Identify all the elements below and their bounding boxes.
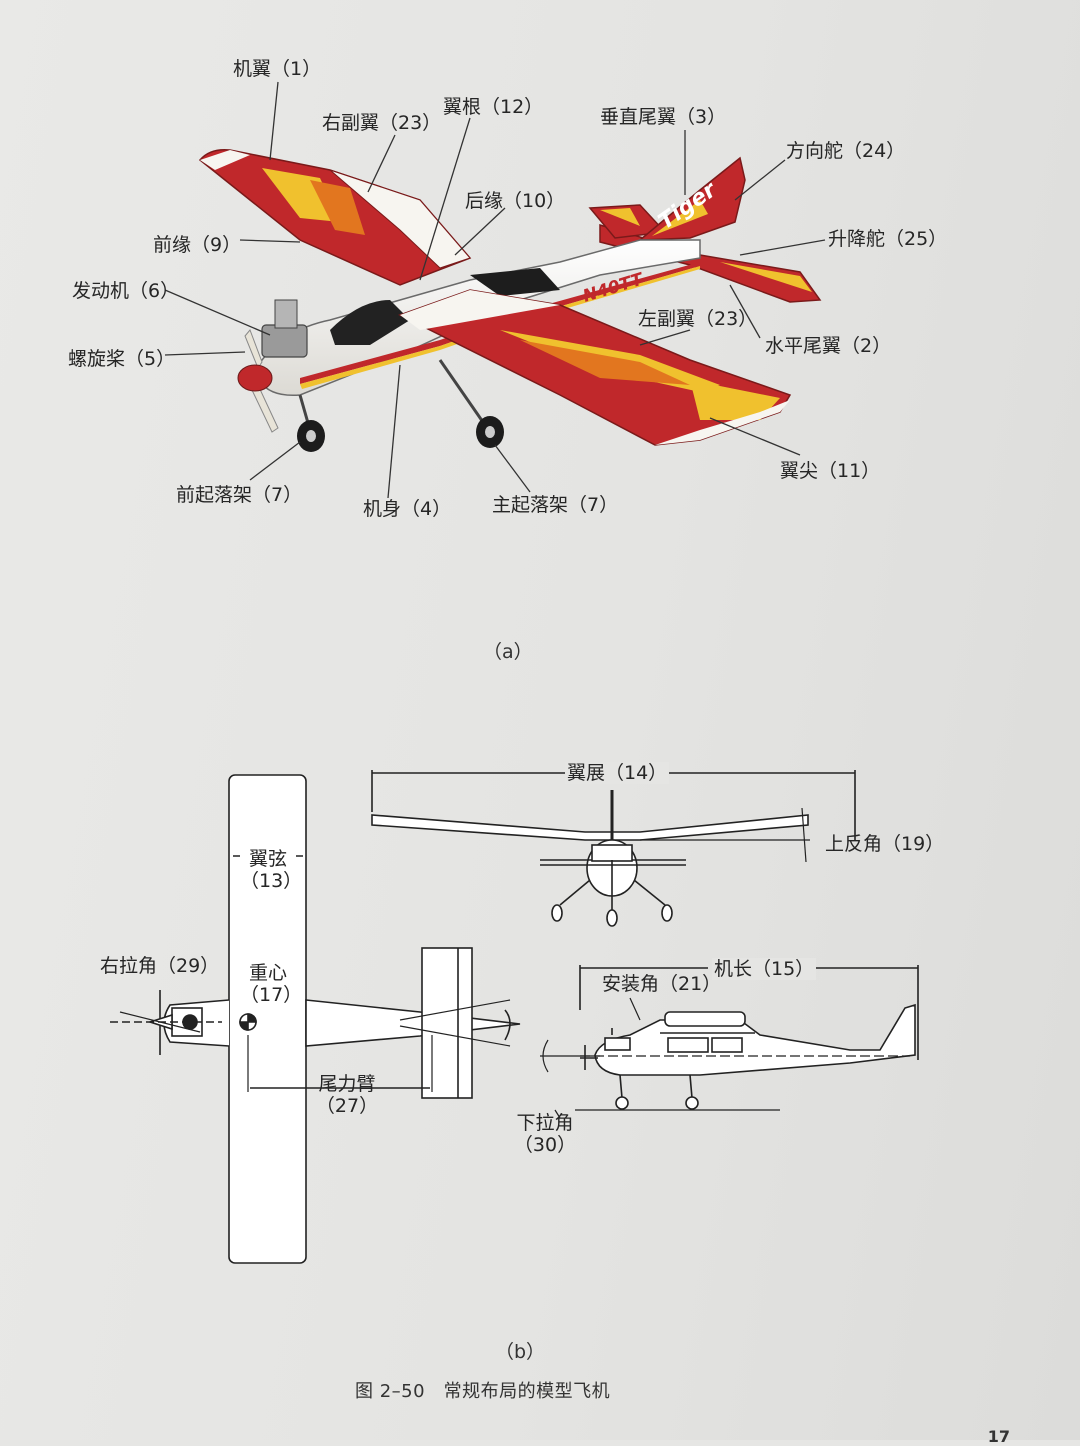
label-chord-name: 翼弦 — [248, 848, 287, 870]
label-trailing-edge: 后缘（10） — [465, 190, 566, 212]
label-main-gear: 主起落架（7） — [492, 494, 619, 516]
top-view-fuselage — [305, 999, 521, 1047]
label-left-aileron: 左副翼（23） — [638, 308, 758, 330]
caption-a: （a） — [483, 641, 533, 663]
right-wing-shape — [198, 148, 472, 286]
figure-title: 图 2–50 常规布局的模型飞机 — [355, 1381, 611, 1402]
landing-gear-shape — [297, 359, 504, 452]
label-vertical-tail: 垂直尾翼（3） — [600, 106, 727, 128]
label-fuselage: 机身（4） — [363, 498, 452, 520]
vertical-tail-shape: Tiger — [637, 156, 746, 241]
label-down-thrust-num: （30） — [513, 1134, 577, 1156]
label-cg-name: 重心 — [248, 962, 287, 984]
label-nose-gear: 前起落架（7） — [176, 484, 303, 506]
side-view-fuselage — [594, 1003, 916, 1076]
label-incidence: 安装角（21） — [602, 973, 722, 995]
label-tail-arm-name: 尾力臂 — [318, 1073, 376, 1095]
caption-b: （b） — [495, 1341, 546, 1363]
engine-propeller-shape — [237, 299, 308, 433]
line-drawings-b — [110, 770, 919, 1264]
top-view-stabilizer — [421, 947, 473, 1099]
label-tail-arm: 尾力臂 （27） — [312, 1073, 382, 1117]
leader-lines-a — [164, 81, 826, 499]
label-leading-edge: 前缘（9） — [153, 234, 242, 256]
label-wingspan: 翼展（14） — [565, 762, 670, 784]
label-horizontal-tail: 水平尾翼（2） — [765, 335, 892, 357]
label-wing: 机翼（1） — [233, 58, 322, 80]
label-wing-root: 翼根（12） — [443, 96, 544, 118]
front-view-wing — [371, 814, 809, 841]
label-rudder: 方向舵（24） — [786, 140, 906, 162]
label-propeller: 螺旋桨（5） — [68, 348, 176, 370]
label-down-thrust-name: 下拉角 — [516, 1112, 574, 1134]
label-chord-num: （13） — [240, 870, 303, 892]
label-wing-tip: 翼尖（11） — [780, 460, 881, 482]
label-down-thrust: 下拉角 （30） — [510, 1112, 580, 1156]
label-cg: 重心 （17） — [240, 962, 303, 1006]
label-dihedral: 上反角（19） — [825, 833, 945, 855]
label-engine: 发动机（6） — [72, 280, 180, 302]
label-cg-num: （17） — [240, 984, 303, 1006]
label-right-aileron: 右副翼（23） — [322, 112, 442, 134]
page-number: 17 — [987, 1427, 1010, 1446]
label-elevator: 升降舵（25） — [828, 228, 948, 250]
label-right-thrust: 右拉角（29） — [100, 955, 220, 977]
label-length: 机长（15） — [712, 958, 817, 980]
label-chord: 翼弦 （13） — [240, 848, 303, 892]
left-wing-shape — [398, 289, 792, 446]
label-tail-arm-num: （27） — [315, 1095, 379, 1117]
